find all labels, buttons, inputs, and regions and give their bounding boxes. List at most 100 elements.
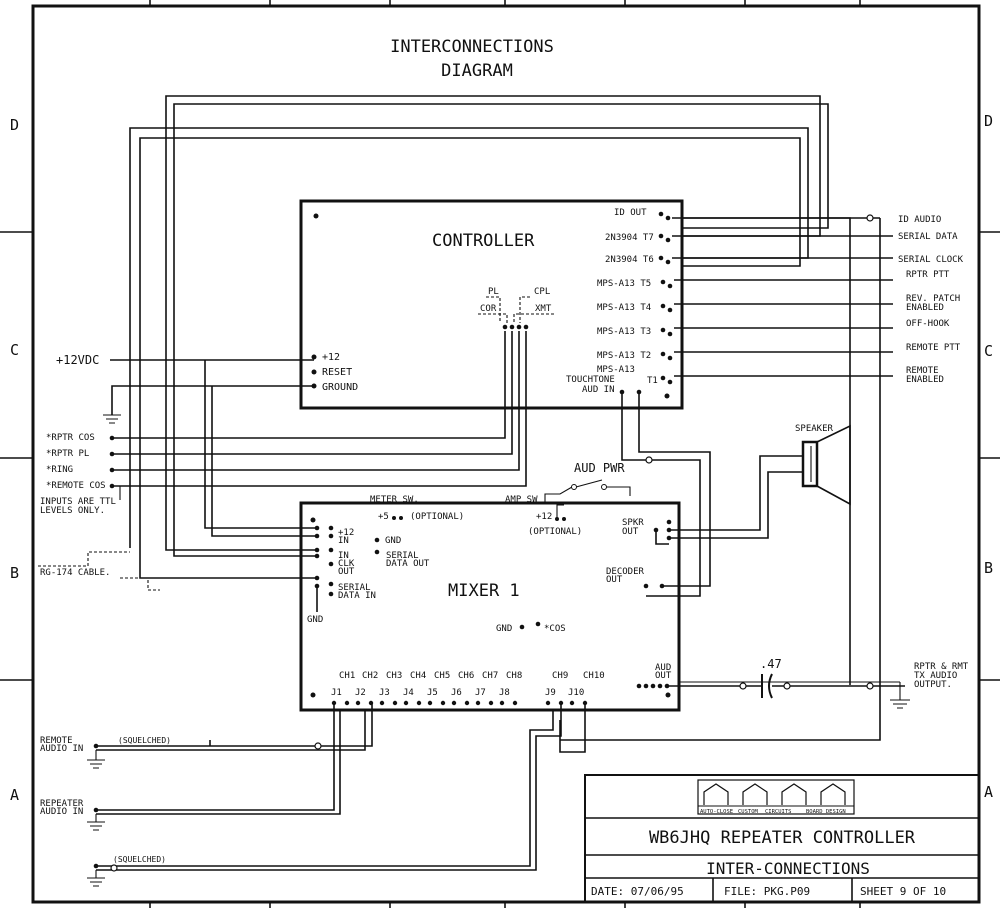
- zone-label-left-d: D: [10, 116, 19, 134]
- input-rptr-pl: *RPTR PL: [46, 449, 89, 459]
- mixer-aud-out: OUT: [655, 671, 672, 681]
- channel-label-ch4: CH4: [410, 671, 426, 681]
- jack-label-j4: J4: [403, 688, 414, 698]
- controller-name: CONTROLLER: [432, 231, 535, 251]
- channel-label-ch1: CH1: [339, 671, 355, 681]
- mixer-meter-sw: METER SW.: [370, 495, 419, 505]
- controller-right-pin-dots: [619, 211, 673, 395]
- zone-label-right-b: B: [984, 559, 993, 577]
- sheet-title: INTER-CONNECTIONS: [706, 859, 870, 878]
- rg174-cable-dashed: [38, 551, 160, 591]
- controller-aud-in: AUD IN: [582, 385, 615, 395]
- zone-label-left-c: C: [10, 341, 19, 359]
- speaker-icon: [801, 424, 851, 506]
- repeater-audio-in-label: AUDIO IN: [40, 807, 83, 817]
- rg174-cable-label: RG-174 CABLE.: [40, 568, 110, 578]
- diagram-title-line2: DIAGRAM: [441, 61, 513, 81]
- channel-label-ch6: CH6: [458, 671, 474, 681]
- mixer-pin-in1: IN: [338, 536, 349, 546]
- house-icon: [820, 783, 846, 805]
- signal-off-hook: OFF-HOOK: [906, 319, 950, 329]
- jack-label-j1: J1: [331, 688, 342, 698]
- mixer-left-pin-dots: [314, 525, 380, 597]
- audio-input-wiring: [87, 703, 586, 887]
- right-signal-lines: [560, 214, 893, 741]
- house-icon: [742, 783, 768, 805]
- aud-pwr-label: AUD PWR: [574, 461, 625, 475]
- zone-label-left-a: A: [10, 786, 19, 804]
- mixer-channels: CH1 CH2 CH3 CH4 CH5 CH6 CH7 CH8 CH9 CH10…: [331, 671, 605, 698]
- mixer-plus12: +12: [536, 512, 552, 522]
- signal-remote-enabled: ENABLED: [906, 375, 944, 385]
- controller-pin-t6: 2N3904 T6: [605, 255, 654, 265]
- channel-label-ch7: CH7: [482, 671, 498, 681]
- logo-text-3: CIRCUITS: [765, 809, 792, 815]
- speaker-label: SPEAKER: [795, 424, 834, 434]
- mixer-amp-sw: AMP SW: [505, 495, 538, 505]
- output-label-line3: OUTPUT.: [914, 680, 952, 690]
- audio-output-wiring: [667, 673, 910, 709]
- serial-bundle-wires: [129, 95, 829, 579]
- mixer-aud: AUD: [655, 663, 671, 673]
- mixer-data-out: DATA OUT: [386, 559, 430, 569]
- project-title: WB6JHQ REPEATER CONTROLLER: [649, 828, 916, 848]
- mixer-name: MIXER 1: [448, 581, 520, 601]
- logo-text-2: CUSTOM: [738, 809, 759, 815]
- remote-squelched-label: (SQUELCHED): [118, 736, 171, 745]
- mixer-spkr: SPKR: [622, 518, 644, 528]
- controller-pin-t1: T1: [647, 376, 658, 386]
- input-remote-cos: *REMOTE COS: [46, 481, 106, 491]
- jack-label-j7: J7: [475, 688, 486, 698]
- signal-remote-ptt: REMOTE PTT: [906, 343, 961, 353]
- mixer-box: [299, 501, 681, 712]
- channel-label-ch5: CH5: [434, 671, 450, 681]
- logo-text-1: AUTO-CLOSE: [700, 809, 733, 815]
- jack-label-j5: J5: [427, 688, 438, 698]
- drawing-file: FILE: PKG.P09: [724, 885, 810, 898]
- repeater-audio-label: REPEATER: [40, 799, 84, 809]
- title-block: [584, 774, 980, 903]
- output-label-line2: TX AUDIO: [914, 671, 957, 681]
- capacitor-value: .47: [760, 657, 782, 671]
- mixer-pin-out: OUT: [338, 567, 355, 577]
- speaker-wires: [655, 455, 803, 545]
- signal-rev-patch: REV. PATCH: [906, 294, 960, 304]
- house-icon: [781, 783, 807, 805]
- zone-label-right-a: A: [984, 783, 993, 801]
- mixer-optional-amp: (OPTIONAL): [528, 527, 582, 537]
- channel-label-ch2: CH2: [362, 671, 378, 681]
- jack-label-j10: J10: [568, 688, 584, 698]
- drawing-date: DATE: 07/06/95: [591, 885, 684, 898]
- power-wires: [103, 359, 317, 537]
- signal-serial-clock: SERIAL CLOCK: [898, 255, 964, 265]
- controller-pin-id-out: ID OUT: [614, 208, 647, 218]
- controller-label-cpl: CPL: [534, 287, 550, 297]
- mixer-decoder: DECODER: [606, 567, 645, 577]
- mixer-pin-gnd: GND: [385, 536, 401, 546]
- controller-label-xmt: XMT: [535, 304, 552, 314]
- logo-text-4: BOARD DESIGN: [806, 809, 846, 815]
- title-block-logos: AUTO-CLOSE CUSTOM CIRCUITS BOARD DESIGN: [698, 783, 854, 815]
- controller-pin-plus12: +12: [322, 352, 340, 363]
- jack-label-j6: J6: [451, 688, 462, 698]
- signal-serial-data: SERIAL DATA: [898, 232, 958, 242]
- controller-pin-t4: MPS-A13 T4: [597, 303, 651, 313]
- controller-pin-t3: MPS-A13 T3: [597, 327, 651, 337]
- signal-rptr-ptt: RPTR PTT: [906, 270, 950, 280]
- input-rptr-cos: *RPTR COS: [46, 433, 95, 443]
- channel-label-ch10: CH10: [583, 671, 605, 681]
- controller-pin-mpsa13: MPS-A13: [597, 365, 635, 375]
- bottom-squelched-label: (SQUELCHED): [113, 855, 166, 864]
- aud-pwr-switch: [544, 479, 631, 519]
- controller-pin-t5: MPS-A13 T5: [597, 279, 651, 289]
- mixer-pin-plus12: +12: [338, 528, 354, 538]
- jack-label-j2: J2: [355, 688, 366, 698]
- controller-label-cor: COR: [480, 304, 497, 314]
- jack-dots: [331, 700, 588, 706]
- remote-audio-in-label: AUDIO IN: [40, 744, 83, 754]
- mixer-pin-in2: IN: [338, 551, 349, 561]
- mixer-pin-data-in: DATA IN: [338, 591, 376, 601]
- channel-label-ch9: CH9: [552, 671, 568, 681]
